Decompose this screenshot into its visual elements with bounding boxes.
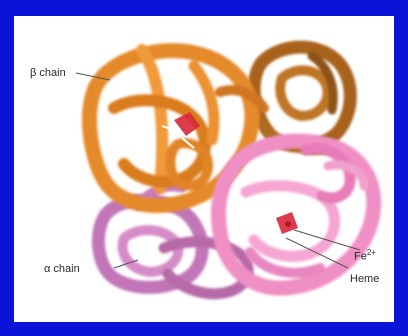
beta-chain-label: β chain xyxy=(30,67,66,79)
fe-charge: 2+ xyxy=(367,248,376,257)
fe-label: Fe2+ xyxy=(354,247,376,263)
diagram-panel: β chain α chain Fe2+ Heme xyxy=(14,16,394,322)
alpha-chain-label: α chain xyxy=(44,263,80,275)
heme-label: Heme xyxy=(350,273,379,285)
beta-chain-ribbon xyxy=(90,50,264,206)
hemoglobin-illustration xyxy=(14,16,394,322)
fe-symbol: Fe xyxy=(354,251,367,263)
alpha-chain-2-ribbon xyxy=(218,141,373,288)
